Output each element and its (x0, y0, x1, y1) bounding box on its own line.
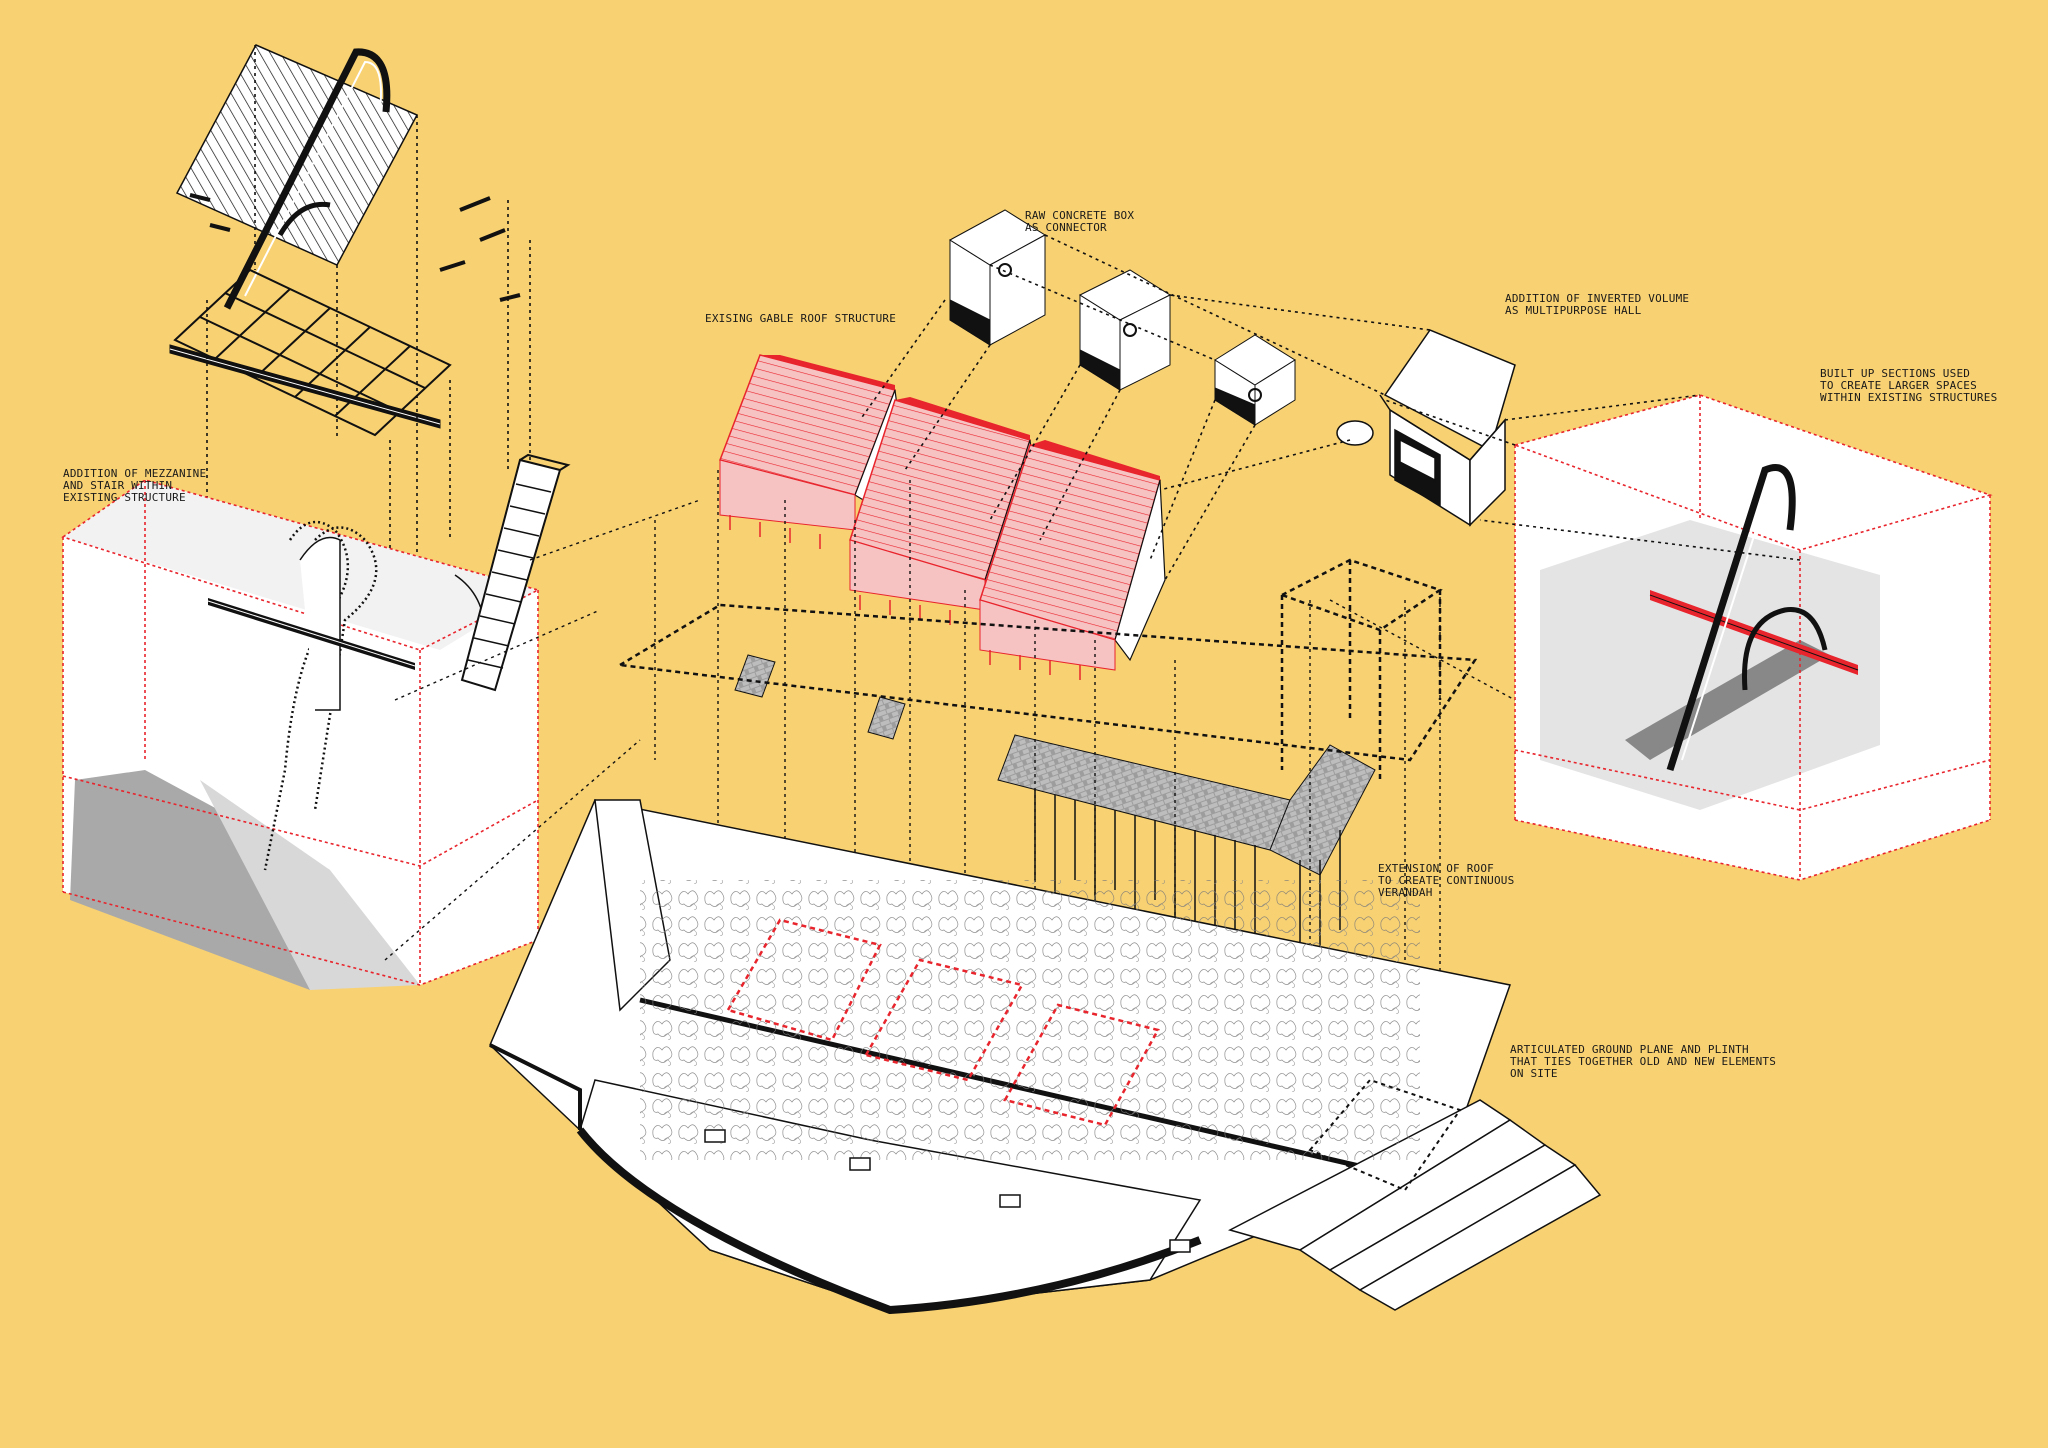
label-mezzanine: ADDITION OF MEZZANINE AND STAIR WITHIN E… (63, 467, 207, 504)
gable-roof-structures (719, 354, 1166, 680)
ground-plane-plinth (489, 799, 1602, 1315)
roof-frame-exploded-module (169, 44, 531, 660)
built-up-red-frame (1512, 394, 1993, 881)
concrete-box-connectors (949, 209, 1296, 426)
mezzanine-red-frame (61, 479, 541, 986)
inverted-volume-hall (1336, 329, 1516, 527)
concrete-box-2 (1078, 269, 1172, 391)
label-raw-concrete-box: RAW CONCRETE BOX AS CONNECTOR (1025, 209, 1135, 234)
red-footprints (726, 918, 1160, 1127)
concrete-box-3 (1214, 334, 1296, 426)
floor-grid (173, 268, 452, 437)
truss-arch (223, 48, 391, 310)
built-up-volume-module (1512, 394, 1993, 881)
slatted-roof-plane (175, 44, 419, 266)
exploded-leader-lines (859, 234, 1801, 581)
paving-and-verandah (734, 654, 1376, 990)
label-inverted-volume: ADDITION OF INVERTED VOLUME AS MULTIPURP… (1505, 292, 1690, 317)
label-roof-extension: EXTENSION OF ROOF TO CREATE CONTINUOUS V… (1378, 862, 1515, 899)
gable-roof-3 (979, 440, 1166, 671)
verandah-roof (997, 734, 1291, 851)
tree-canopy (640, 880, 1420, 1160)
mezzanine-shadow (70, 770, 330, 990)
terrace-steps (1227, 1099, 1602, 1311)
mezzanine-volume-module (61, 453, 571, 990)
concrete-box-1 (949, 209, 1046, 346)
label-gable-roof: EXISING GABLE ROOF STRUCTURE (705, 312, 897, 325)
label-built-up-sections: BUILT UP SECTIONS USED TO CREATE LARGER … (1820, 367, 1998, 404)
label-ground-plane: ARTICULATED GROUND PLANE AND PLINTH THAT… (1510, 1043, 1777, 1080)
paving-tile-1 (734, 654, 776, 698)
built-up-shadow (1625, 640, 1830, 760)
paving-tile-2 (867, 696, 906, 740)
